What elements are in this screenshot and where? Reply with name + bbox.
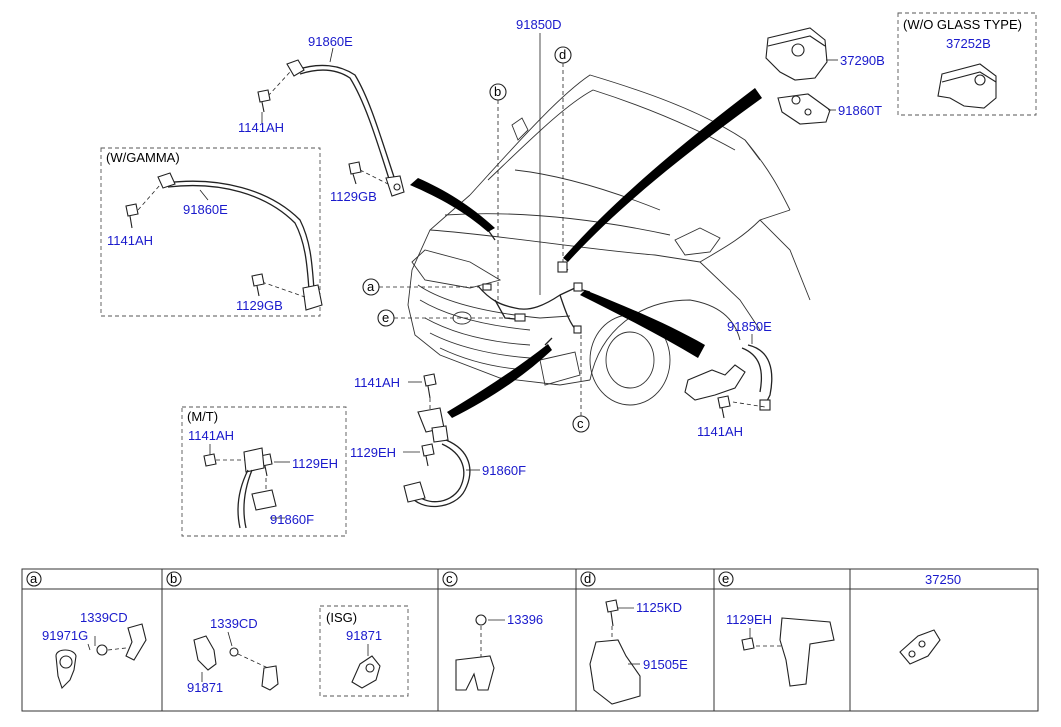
gamma-group-box: [100, 147, 321, 317]
table-header-a-circle: [26, 571, 42, 587]
callout-a-text: a: [367, 279, 375, 294]
isg-group-box: [319, 605, 409, 697]
label-91850D: 91850D: [516, 17, 562, 32]
label-91860F: 91860F: [482, 463, 526, 478]
cell-b-parts: [193, 631, 279, 691]
label-37290B: 37290B: [840, 53, 885, 68]
cell-b-isg-group: (ISG): [326, 610, 357, 625]
label-1129EH-mid: 1129EH: [350, 445, 396, 460]
bolt-1141AH-mid-icon: [423, 373, 437, 399]
cell-37250-part: [899, 629, 941, 665]
pointer-wedges: [410, 88, 762, 418]
cell-d-1125KD: 1125KD: [636, 600, 682, 615]
label-mt-1141AH: 1141AH: [188, 428, 234, 443]
cover-37252B-shape: [937, 63, 997, 109]
table-header-d-circle: [580, 571, 596, 587]
cell-d-parts: [589, 599, 641, 705]
callout-e-text: e: [382, 310, 389, 325]
cell-c-13396: 13396: [507, 612, 543, 627]
cell-a-1339CD: 1339CD: [80, 610, 128, 625]
cell-e-1129EH: 1129EH: [726, 612, 772, 627]
table-header-d: d: [584, 571, 591, 586]
cable-91860T-shape: [777, 93, 836, 125]
label-gamma-1141AH: 1141AH: [107, 233, 153, 248]
table-header-e-circle: [718, 571, 734, 587]
table-header-b-circle: [166, 571, 182, 587]
bolt-1129GB-top-icon: [348, 161, 362, 185]
label-1141AH-mid: 1141AH: [354, 375, 400, 390]
label-mt-1129EH: 1129EH: [292, 456, 338, 471]
label-mt-91860F: 91860F: [270, 512, 314, 527]
wo-glass-group-box: [897, 12, 1037, 116]
cell-e-parts: [741, 617, 835, 687]
isg-part-shape: [351, 644, 381, 689]
label-91860E-top: 91860E: [308, 34, 353, 49]
table-header-37250: 37250: [925, 572, 961, 587]
gamma-cable: [125, 172, 323, 311]
label-37252B: 37252B: [946, 36, 991, 51]
cable-mt-91860F-shape: [237, 447, 285, 529]
callout-d-text: d: [559, 47, 566, 62]
callouts: a e b d c: [362, 46, 590, 433]
cell-a-91971G: 91971G: [42, 628, 88, 643]
engine-harness: [477, 229, 591, 346]
table-header-a: a: [30, 571, 38, 586]
label-1129GB-top: 1129GB: [330, 189, 377, 204]
table-header-b: b: [170, 571, 177, 586]
cell-b-1339CD: 1339CD: [210, 616, 258, 631]
harness-91850E-shape: [684, 334, 773, 419]
callout-c-text: c: [577, 416, 584, 431]
label-gamma-group: (W/GAMMA): [106, 150, 180, 165]
label-gamma-91860E: 91860E: [183, 202, 228, 217]
label-91850E: 91850E: [727, 319, 772, 334]
wedge-to-cover: [563, 88, 762, 262]
label-wo-glass-group: (W/O GLASS TYPE): [903, 17, 1022, 32]
label-1141AH-top: 1141AH: [238, 120, 284, 135]
table-header-c-circle: [442, 571, 458, 587]
wedge-to-1129GB: [410, 178, 495, 232]
mt-group-box: [181, 406, 347, 537]
parts-table: [21, 568, 1039, 712]
table-header-e: e: [722, 571, 729, 586]
bolt-1141AH-top-icon: [257, 89, 271, 113]
wedge-to-91860F: [447, 344, 552, 418]
callout-b-text: b: [494, 84, 501, 99]
bolt-1129EH-mid-icon: [421, 443, 435, 467]
cable-91860F-shape: [403, 407, 480, 508]
bolt-mt-1141AH-icon: [203, 453, 217, 467]
label-mt-group: (M/T): [187, 409, 218, 424]
label-gamma-1129GB: 1129GB: [236, 298, 283, 313]
cell-a-parts: [55, 623, 147, 690]
table-header-c: c: [446, 571, 453, 586]
car-outline: [407, 74, 811, 406]
cell-b-91871: 91871: [187, 680, 223, 695]
cell-b-isg-91871: 91871: [346, 628, 382, 643]
wedge-to-91850E: [580, 290, 705, 358]
cover-37290B-shape: [765, 27, 838, 81]
label-91860T: 91860T: [838, 103, 882, 118]
cable-91860E-top: [257, 47, 405, 197]
label-1141AH-right: 1141AH: [697, 424, 743, 439]
cell-d-91505E: 91505E: [643, 657, 688, 672]
cell-c-parts: [455, 614, 505, 691]
